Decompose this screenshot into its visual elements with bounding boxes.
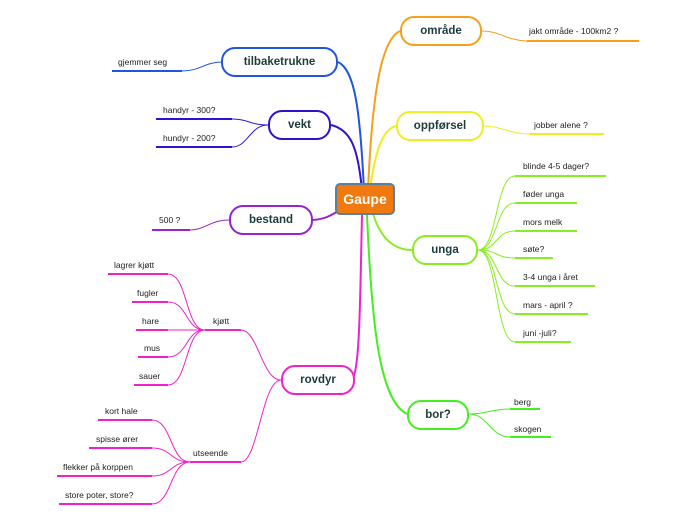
leaf-bestand-1[interactable]: 500 ? <box>159 215 181 225</box>
leaf-unga-6[interactable]: mars - april ? <box>523 300 573 310</box>
leaf-underline <box>89 447 152 449</box>
leaf-omrade-1[interactable]: jakt område - 100km2 ? <box>529 26 619 36</box>
leaf-underline <box>515 341 571 343</box>
leaf-unga-1[interactable]: blinde 4-5 dager? <box>523 161 590 171</box>
leaf-utseende-3[interactable]: flekker på korppen <box>63 462 133 472</box>
leaf-underline <box>59 503 152 505</box>
branch-unga[interactable]: unga <box>412 235 478 265</box>
leaf-unga-2[interactable]: føder unga <box>523 189 565 199</box>
leaf-kjott-3[interactable]: hare <box>142 316 160 326</box>
leaf-unga-4[interactable]: søte? <box>523 244 545 254</box>
leaf-utseende-1[interactable]: kort hale <box>105 406 138 416</box>
leaf-underline <box>138 356 168 358</box>
leaf-underline <box>510 408 540 410</box>
branch-oppforsel[interactable]: oppførsel <box>396 111 484 141</box>
leaf-kjott-4[interactable]: mus <box>144 343 161 353</box>
leaf-underline <box>515 202 577 204</box>
leaf-underline <box>190 461 241 463</box>
leaf-bor-2[interactable]: skogen <box>514 424 542 434</box>
leaf-underline <box>156 146 232 148</box>
leaf-vekt-1[interactable]: handyr - 300? <box>163 105 216 115</box>
leaf-kjott-2[interactable]: fugler <box>137 288 159 298</box>
leaf-underline <box>515 257 553 259</box>
leaf-oppforsel-1[interactable]: jobber alene ? <box>534 120 588 130</box>
leaf-underline <box>515 230 577 232</box>
root-node[interactable]: Gaupe <box>335 183 395 215</box>
leaf-unga-5[interactable]: 3-4 unga i året <box>523 272 578 282</box>
leaf-utseende-2[interactable]: spisse ører <box>96 434 139 444</box>
leaf-underline <box>515 175 606 177</box>
leaf-unga-3[interactable]: mors melk <box>523 217 563 227</box>
group-kjott[interactable]: kjøtt <box>213 316 230 326</box>
leaf-bor-1[interactable]: berg <box>514 397 532 407</box>
leaf-kjott-5[interactable]: sauer <box>139 371 161 381</box>
leaf-underline <box>108 273 168 275</box>
leaf-underline <box>152 229 190 231</box>
branch-rovdyr[interactable]: rovdyr <box>281 365 355 395</box>
leaf-underline <box>57 475 152 477</box>
branch-tilbaketrukne[interactable]: tilbaketrukne <box>221 47 338 77</box>
group-utseende[interactable]: utseende <box>193 448 228 458</box>
leaf-underline <box>515 313 588 315</box>
leaf-kjott-1[interactable]: lagrer kjøtt <box>114 260 155 270</box>
leaf-tilbaketrukne-1[interactable]: gjemmer seg <box>118 57 168 67</box>
branch-bestand[interactable]: bestand <box>229 205 313 235</box>
leaf-underline <box>515 285 595 287</box>
leaf-underline <box>136 329 168 331</box>
leaf-unga-7[interactable]: juni -juli? <box>523 328 557 338</box>
branch-vekt[interactable]: vekt <box>268 110 331 140</box>
leaf-underline <box>132 301 168 303</box>
leaf-utseende-4[interactable]: store poter, store? <box>65 490 134 500</box>
leaf-underline <box>112 70 182 72</box>
leaf-vekt-2[interactable]: hundyr - 200? <box>163 133 216 143</box>
branch-omrade[interactable]: område <box>400 16 482 46</box>
leaf-underline <box>510 436 551 438</box>
leaf-underline <box>134 384 168 386</box>
branch-bor[interactable]: bor? <box>407 400 469 430</box>
leaf-underline <box>530 133 604 135</box>
leaf-underline <box>527 40 639 42</box>
leaf-underline <box>205 329 241 331</box>
leaf-underline <box>98 419 152 421</box>
leaf-underline <box>156 118 232 120</box>
